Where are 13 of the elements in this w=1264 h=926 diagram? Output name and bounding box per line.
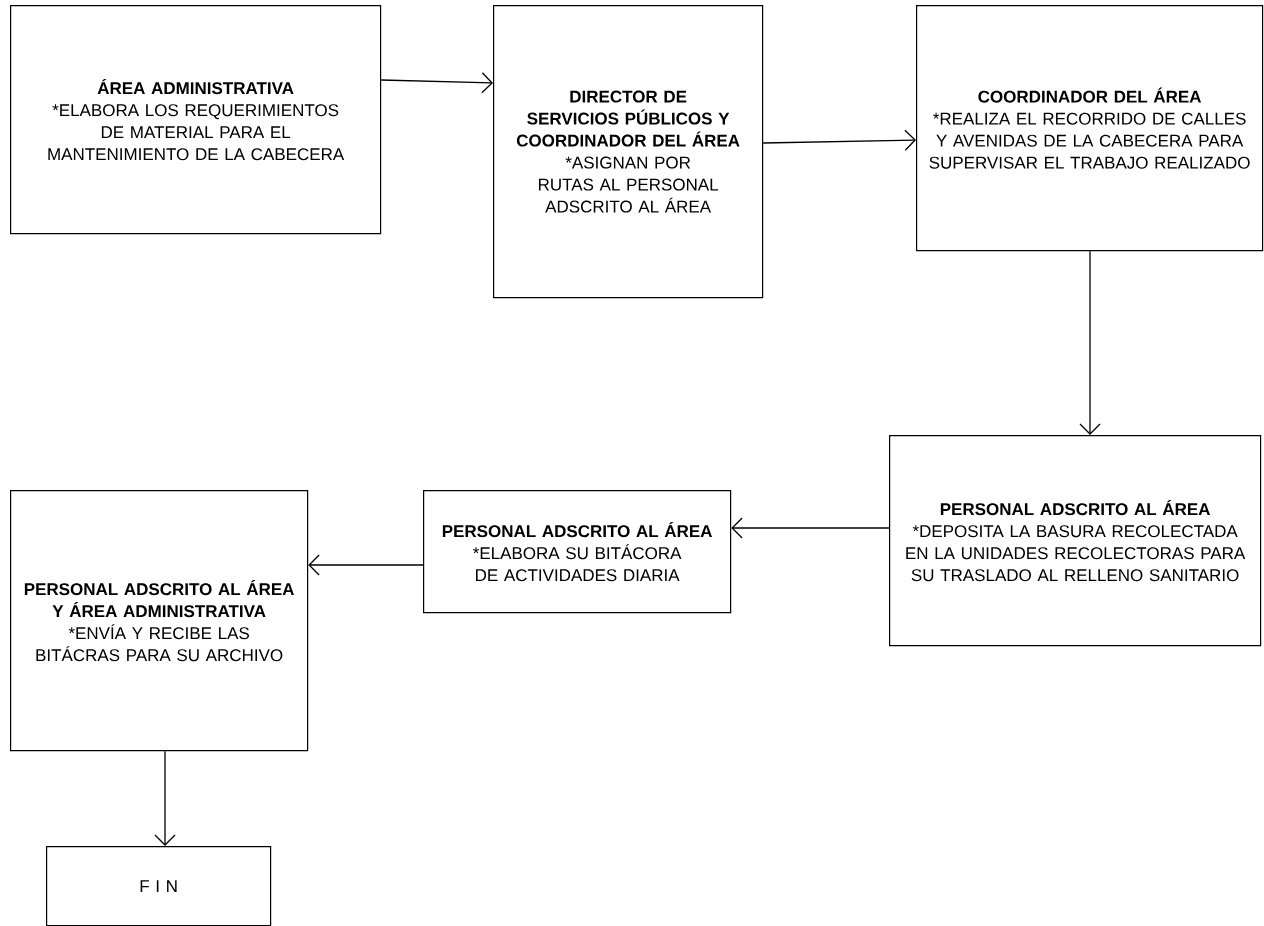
arrow [762, 129, 916, 151]
process-box: PERSONAL ADSCRITO AL ÁREA Y ÁREA ADMINISTRATIVA *ENVÍA Y RECIBE LAS BITÁCRAS PARA SU ARCHIVO [10, 490, 309, 752]
arrow [380, 72, 493, 94]
process-box: ÁREA ADMINISTRATIVA *ELABORA LOS REQUERIMIENTOS DE MATERIAL PARA EL MANTENIMIENTO DE LA CABECERA [10, 5, 382, 235]
process-box: DIRECTOR DE SERVICIOS PÚBLICOS Y COORDINADOR DEL ÁREA *ASIGNAN POR RUTAS AL PERSONAL ADSCRITO AL ÁREA [493, 5, 764, 299]
process-box: F I N [46, 846, 272, 926]
process-box: PERSONAL ADSCRITO AL ÁREA *DEPOSITA LA BASURA RECOLECTADA EN LA UNIDADES RECOLECTORAS PARA SU TRASLADO AL RELLENO SANITARIO [889, 435, 1262, 647]
arrow [308, 554, 424, 576]
arrow [731, 517, 890, 539]
process-box: COORDINADOR DEL ÁREA *REALIZA EL RECORRIDO DE CALLES Y AVENIDAS DE LA CABECERA PARA SUPERVISAR EL TRABAJO REALIZADO [916, 5, 1264, 252]
process-box: PERSONAL ADSCRITO AL ÁREA *ELABORA SU BITÁCORA DE ACTIVIDADES DIARIA [423, 490, 732, 614]
arrow [1079, 250, 1101, 435]
arrow [154, 750, 176, 846]
